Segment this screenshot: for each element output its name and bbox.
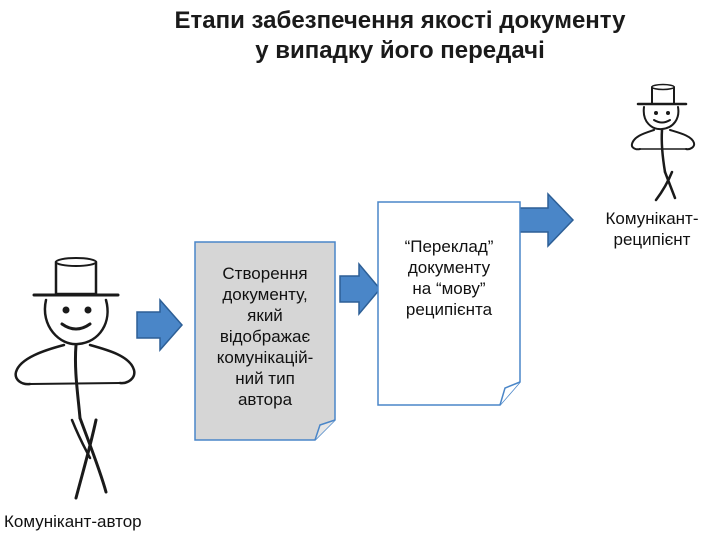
doc2-line-4: реципієнта [405,300,493,319]
doc1-line-7: автора [237,390,293,409]
page-title: Етапи забезпечення якості документу у ви… [60,6,720,66]
document-translation-icon [377,201,521,406]
document-creation-text: Створення документу, який відображає ком… [195,263,335,410]
doc1-line-5: комунікацій- [216,348,314,367]
document-creation-icon [194,241,336,441]
author-stick-figure-icon [14,257,136,500]
document-translation-text: “Переклад” документу на “мову” реципієнт… [378,236,520,320]
recipient-stick-figure-icon [630,83,696,202]
doc1-line-3: який [247,306,283,325]
doc1-line-6: ний тип [235,369,295,388]
right-arrow-icon-2 [339,261,381,317]
right-arrow-icon-1 [136,298,183,352]
doc2-line-2: документу [407,258,491,277]
recipient-label: Комунікант- реципієнт [584,208,720,250]
doc1-line-4: відображає [219,327,311,346]
author-label: Комунікант-автор [4,512,142,531]
recipient-label-line-1: Комунікант- [605,209,699,228]
title-line-2: у випадку його передачі [255,37,545,64]
doc1-line-2: документу, [222,285,308,304]
doc1-line-1: Створення [222,264,308,283]
doc2-line-3: на “мову” [412,279,486,298]
recipient-label-line-2: реципієнт [613,230,691,249]
title-line-1: Етапи забезпечення якості документу [174,7,626,34]
doc2-line-1: “Переклад” [404,237,494,256]
